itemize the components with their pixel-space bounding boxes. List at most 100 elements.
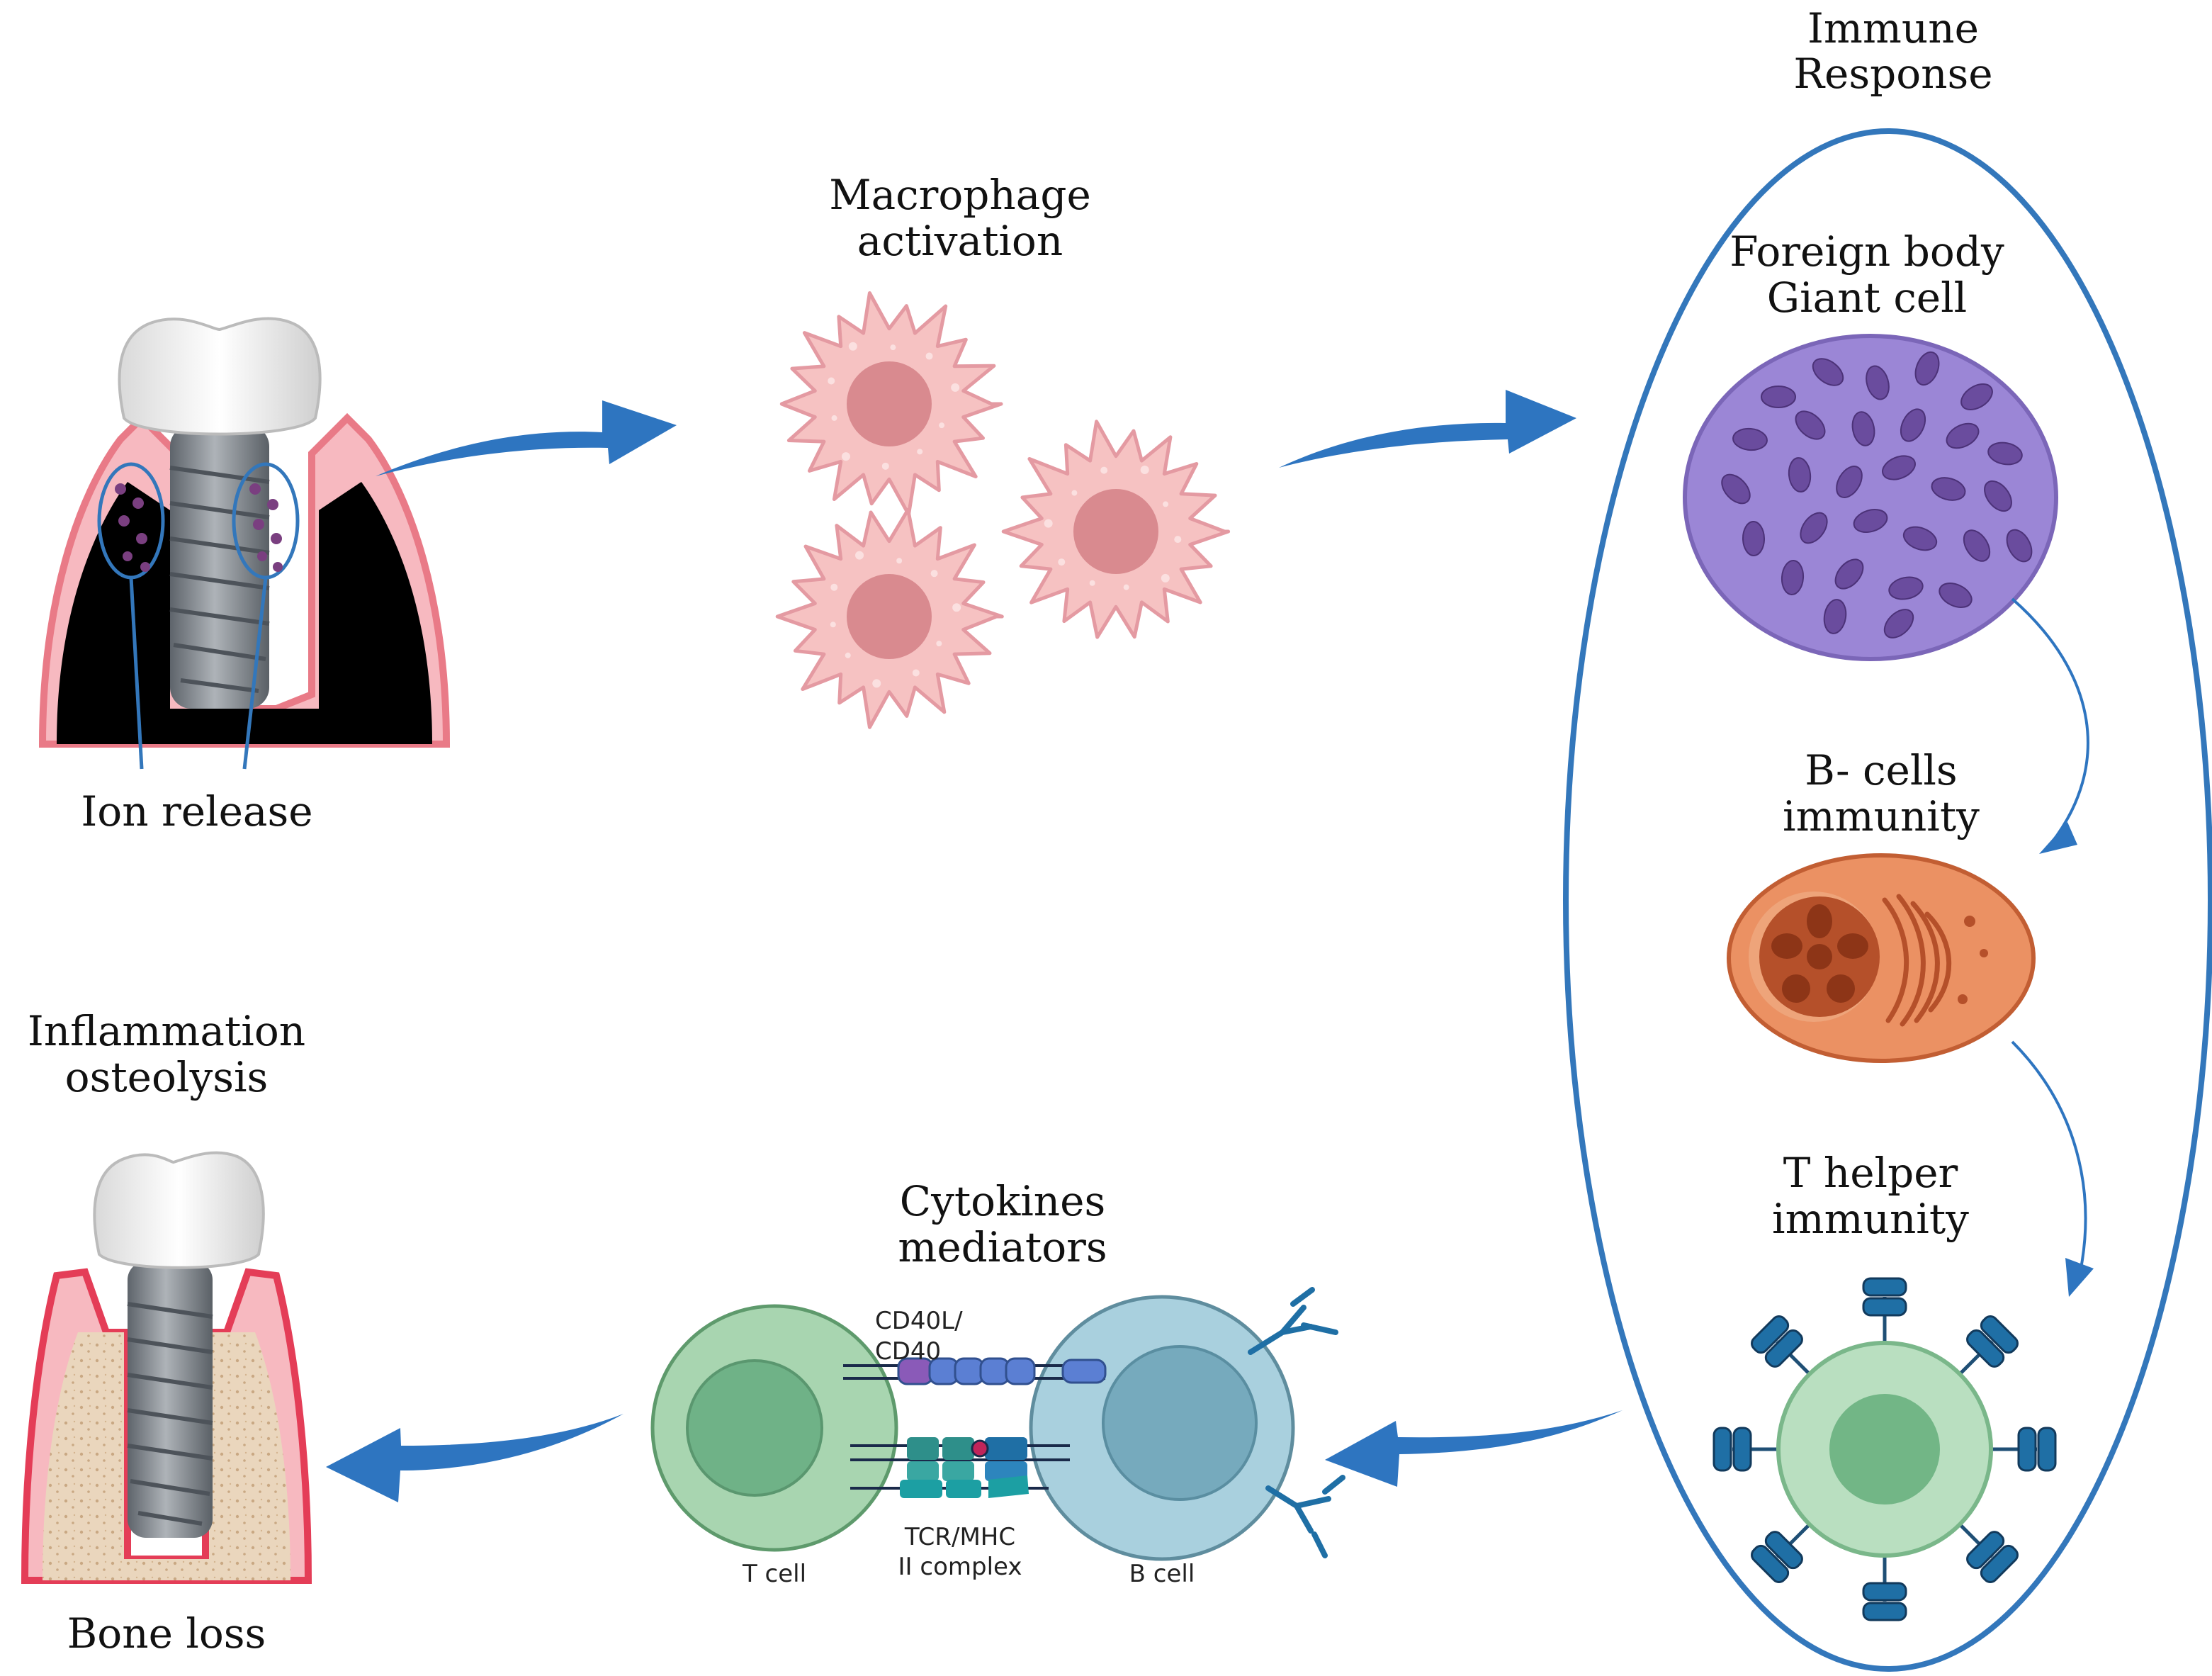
label-bcells-2: immunity — [1783, 792, 1980, 840]
label-bone-loss: Bone loss — [67, 1609, 266, 1658]
giant-cell-nucleus — [1834, 558, 1864, 590]
t-cell-receptor — [1958, 1523, 2019, 1583]
giant-cell-nucleus — [1931, 477, 1966, 501]
t-cell-receptor — [1712, 1427, 1778, 1472]
plasma-cell — [1727, 853, 2036, 1063]
giant-cell-nucleus — [1902, 526, 1938, 551]
giant-cell-nucleus — [1883, 609, 1914, 639]
giant-cell-nucleus — [1788, 457, 1812, 493]
label-macrophage-1: Macrophage — [829, 171, 1091, 219]
giant-cell-nucleus — [1963, 529, 1991, 562]
label-cd40-1: CD40L/ — [875, 1307, 963, 1335]
macrophage-group — [775, 291, 1231, 729]
label-macrophage-2: activation — [857, 217, 1063, 265]
implant-screw — [170, 425, 269, 709]
giant-cell-nucleus — [1882, 455, 1916, 480]
giant-cell-nucleus — [1900, 408, 1926, 442]
macrophage-cell — [779, 291, 1003, 517]
implant-screw-2 — [128, 1261, 213, 1538]
foreign-body-giant-cell — [1683, 334, 2058, 661]
t-cell-receptor — [1958, 1315, 2019, 1376]
label-foreign-1: Foreign body — [1729, 227, 2004, 276]
giant-cell-nucleus — [1761, 386, 1796, 408]
arrow-to-cytokines — [1325, 1410, 1623, 1487]
label-b-cell: B cell — [1129, 1560, 1195, 1588]
implant-threads-2 — [127, 1302, 213, 1526]
giant-cell-nucleus — [1732, 427, 1768, 451]
giant-cell-nucleus — [1795, 410, 1826, 440]
arrow-bcell-to-thelper — [2011, 1040, 2087, 1276]
macrophage-cell — [1001, 420, 1231, 639]
giant-cell-nucleus — [2006, 529, 2033, 563]
giant-cell-nucleus — [1853, 509, 1888, 533]
label-tcr-2: II complex — [898, 1553, 1022, 1581]
label-inflammation-2: osteolysis — [65, 1053, 269, 1101]
giant-cell-nucleus — [1984, 480, 2012, 512]
macrophage-nucleus — [847, 574, 932, 659]
giant-cell-nucleus — [1939, 583, 1973, 608]
bone-tissue — [57, 482, 432, 744]
giant-cell-nucleus — [1946, 422, 1980, 449]
label-immune-2: Response — [1793, 50, 1992, 98]
arrow-to-bone-loss — [326, 1414, 623, 1502]
giant-cell-nucleus — [1742, 521, 1766, 556]
label-t-cell: T cell — [742, 1560, 806, 1588]
label-ion-release: Ion release — [81, 787, 312, 836]
giant-cell-nucleus — [1721, 473, 1751, 505]
resorbed-bone — [43, 1332, 290, 1580]
cd40-molecules — [897, 1357, 1107, 1385]
t-cell-receptor — [1862, 1277, 1907, 1343]
cytokine-cell-interaction — [650, 1287, 1345, 1561]
t-cell-receptor — [1751, 1523, 1811, 1583]
giant-cell-nucleus — [1888, 576, 1924, 600]
rough-er — [1882, 894, 1952, 1027]
macrophage-nucleus — [1073, 489, 1158, 574]
label-cytokines-1: Cytokines — [900, 1177, 1106, 1225]
label-inflammation-1: Inflammation — [28, 1007, 305, 1055]
antibody-receptors — [1248, 1287, 1345, 1558]
t-cell-receptor — [1751, 1315, 1811, 1376]
giant-cell-nuclei — [1721, 351, 2033, 639]
arrowhead-bcell-to-thelper — [2065, 1258, 2094, 1297]
arrowhead-giant-to-bcell — [2039, 822, 2077, 854]
tcr-mhc-complex — [850, 1437, 1070, 1498]
implant-crown-2 — [93, 1151, 265, 1269]
giant-cell-nucleus — [1812, 358, 1844, 386]
implant-ion-release — [38, 317, 451, 770]
arrow-to-immune — [1279, 390, 1576, 468]
plasma-nucleus-chromatin — [1771, 904, 1868, 1003]
label-immune-1: Immune — [1807, 4, 1979, 52]
pointer-line-right — [242, 577, 268, 770]
label-foreign-2: Giant cell — [1767, 274, 1967, 322]
implant-bone-loss — [21, 1151, 312, 1584]
macrophage-cell — [775, 507, 1004, 729]
giant-cell-nucleus — [1866, 365, 1890, 400]
label-thelper-2: immunity — [1772, 1195, 1969, 1243]
t-cell-receptor — [1862, 1556, 1907, 1621]
label-tcr-1: TCR/MHC — [904, 1523, 1015, 1551]
arrow-giant-to-bcell — [2011, 597, 2089, 845]
ion-particles — [115, 483, 283, 572]
implant-threads — [169, 466, 270, 693]
t-helper-receptors — [1712, 1277, 2057, 1621]
arrow-to-macrophage — [376, 400, 677, 476]
label-bcells-1: B- cells — [1805, 746, 1957, 794]
pointer-line-left — [129, 577, 144, 770]
t-cell-receptor — [1991, 1427, 2057, 1472]
label-thelper-1: T helper — [1783, 1149, 1958, 1197]
t-helper-cell — [1712, 1277, 2057, 1621]
giant-cell-nucleus — [1823, 599, 1847, 634]
t-cell-nucleus — [686, 1359, 823, 1497]
immune-response-boundary — [1563, 128, 2212, 1672]
giant-cell-nucleus — [1781, 560, 1805, 595]
macrophage-nucleus — [847, 361, 932, 446]
giant-cell-nucleus — [1836, 466, 1863, 498]
giant-cell-nucleus — [1914, 351, 1940, 386]
b-cell-nucleus — [1102, 1345, 1258, 1501]
giant-cell-nucleus — [1851, 411, 1875, 446]
giant-cell-nucleus — [1960, 383, 1993, 410]
label-cytokines-2: mediators — [898, 1223, 1107, 1271]
giant-cell-nucleus — [1800, 512, 1828, 544]
giant-cell-nucleus — [1987, 442, 2023, 466]
